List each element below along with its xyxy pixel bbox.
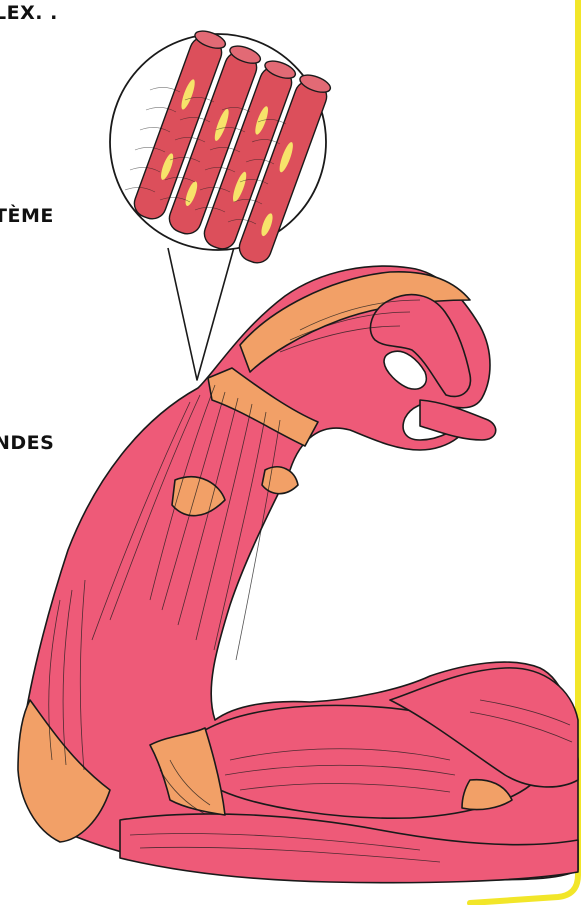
forearm-tendon-2 (262, 467, 298, 494)
flexed-arm (18, 266, 578, 883)
